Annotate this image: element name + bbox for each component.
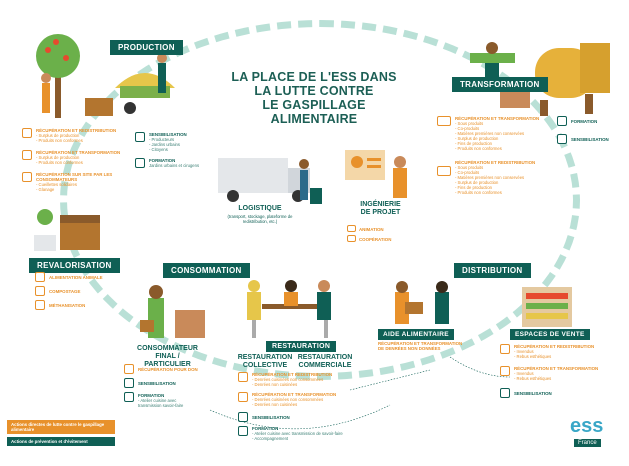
training-icon (238, 426, 248, 436)
connector-lines (209, 356, 511, 430)
methanisation-icon (35, 300, 45, 310)
restauration-commerciale-title: RESTAURATION COMMERCIALE (297, 354, 353, 369)
legend-prevention-actions: Actions de prévention et d'évitement (7, 437, 115, 446)
aide-alimentaire-label: AIDE ALIMENTAIRE (378, 329, 454, 340)
espaces-de-vente-label: ESPACES DE VENTE (510, 329, 590, 340)
training-icon (124, 392, 134, 402)
compost-icon (35, 286, 45, 296)
megaphone-icon (557, 134, 567, 144)
production-illustration (36, 34, 175, 118)
logistique-title: LOGISTIQUE (238, 205, 282, 212)
ess-france-logo: ess France (564, 415, 620, 455)
training-icon (557, 116, 567, 126)
redistribution-icon (500, 344, 510, 354)
donation-icon (124, 364, 134, 374)
section-label-revalorisation: REVALORISATION (29, 258, 120, 273)
consommateur-title: CONSOMMATEUR FINAL / PARTICULIER (137, 345, 198, 368)
section-label-transformation: TRANSFORMATION (452, 77, 548, 92)
restaurant-illustration (247, 280, 331, 338)
aide-actions: RÉCUPÉRATION ET TRANSFORMATION DE DENRÉE… (378, 341, 463, 351)
section-label-restauration: RESTAURATION (266, 341, 337, 352)
logo-text: ess (570, 415, 604, 437)
logistique-subtitle: (transport, stockage, plateforme de redi… (227, 214, 293, 224)
animal-feed-icon (35, 272, 45, 282)
restauration-collective-title: RESTAURATION COLLECTIVE (237, 354, 293, 369)
cooperation-icon (347, 235, 356, 242)
transformation-illustration (470, 42, 610, 116)
transformation-icon (238, 392, 248, 402)
transformation-icon (22, 150, 32, 160)
megaphone-icon (124, 378, 134, 388)
redistribution-icon (22, 128, 32, 138)
megaphone-icon (135, 132, 145, 142)
megaphone-icon (500, 388, 510, 398)
legend-direct-actions: Actions directes de lutte contre le gasp… (7, 420, 115, 434)
section-label-consommation: CONSOMMATION (163, 263, 250, 278)
redistribution-icon (238, 372, 248, 382)
consumer-illustration (140, 285, 205, 338)
training-icon (135, 158, 145, 168)
shop-illustration (522, 287, 572, 327)
transformation-icon (437, 116, 451, 126)
project-illustration (345, 150, 407, 198)
logo-subtext: France (574, 439, 601, 447)
onsite-harvest-icon (22, 172, 32, 182)
animation-icon (347, 225, 356, 232)
compost-illustration (34, 209, 100, 251)
transformation-icon (500, 366, 510, 376)
ingenierie-title: INGÉNIERIE DE PROJET (360, 201, 401, 216)
redistribution-icon (437, 166, 451, 176)
megaphone-icon (238, 412, 248, 422)
page-title: LA PLACE DE L'ESS DANS LA LUTTE CONTRE L… (231, 70, 397, 126)
section-label-production: PRODUCTION (110, 40, 183, 55)
truck-illustration (218, 158, 322, 204)
food-aid-illustration (395, 281, 449, 324)
cycle-ring (60, 20, 580, 380)
section-label-distribution: DISTRIBUTION (454, 263, 531, 278)
